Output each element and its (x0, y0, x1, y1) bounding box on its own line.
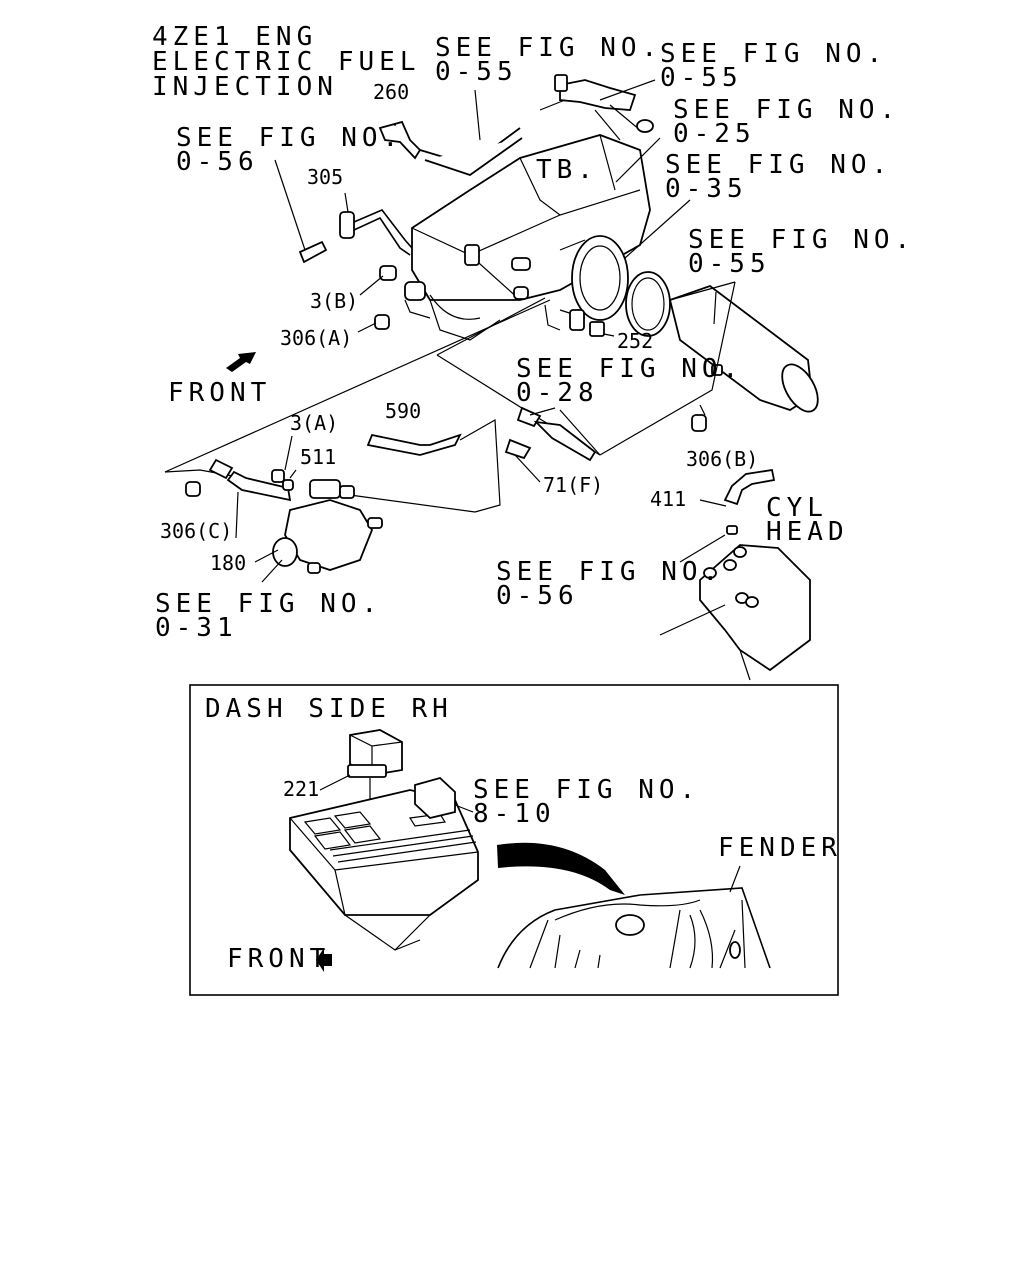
part-71f: 71(F) (543, 473, 603, 497)
ref-0-31-number: 0-31 (155, 613, 238, 643)
front-arrow-bottom-icon (316, 948, 332, 972)
ref-0-25-label: SEE FIG NO. (673, 95, 900, 125)
ref-0-55-top-b-number: 0-55 (660, 63, 743, 93)
part-411: 411 (650, 487, 686, 511)
ref-0-25-number: 0-25 (673, 119, 756, 149)
part-306c: 306(C) (160, 519, 232, 543)
title-line-1: 4ZE1 ENG (152, 22, 317, 52)
ref-0-56-left-label: SEE FIG NO. (176, 123, 403, 153)
title-line-2: ELECTRIC FUEL (152, 47, 421, 77)
part-221: 221 (283, 777, 319, 801)
part-306b: 306(B) (686, 447, 758, 471)
ref-8-10-number: 8-10 (473, 799, 556, 829)
part-number-labels: 260 305 3(B) 306(A) 252 590 3(A) 511 71(… (160, 80, 758, 575)
ref-0-28-number: 0-28 (516, 378, 599, 408)
inset-frame (189, 684, 839, 996)
ref-0-56-bottom-number: 0-56 (496, 581, 579, 611)
throttle-body-label: TB. (536, 155, 598, 185)
ref-0-55-right-number: 0-55 (688, 249, 771, 279)
part-306a: 306(A) (280, 326, 352, 350)
ref-0-31-label: SEE FIG NO. (155, 589, 382, 619)
cyl-head-label-2: HEAD (766, 517, 849, 547)
ref-0-55-top-b-label: SEE FIG NO. (660, 39, 887, 69)
ref-0-56-bottom-label: SEE FIG NO. (496, 557, 723, 587)
part-180: 180 (210, 551, 246, 575)
ref-0-56-left-number: 0-56 (176, 147, 259, 177)
reference-labels: SEE FIG NO. 0-55 SEE FIG NO. 0-55 SEE FI… (155, 33, 915, 643)
title-line-3: INJECTION (152, 72, 338, 102)
ref-0-35-number: 0-35 (665, 174, 748, 204)
part-511: 511 (300, 445, 336, 469)
cyl-head-label-1: CYL (766, 493, 828, 523)
ref-8-10-label: SEE FIG NO. (473, 775, 700, 805)
part-252: 252 (617, 329, 653, 353)
part-3b: 3(B) (310, 289, 358, 313)
part-305: 305 (307, 165, 343, 189)
curved-arrow-icon (497, 842, 625, 895)
engine-assembly-drawing (164, 74, 819, 681)
part-3a: 3(A) (290, 411, 338, 435)
diagram-title: 4ZE1 ENG ELECTRIC FUEL INJECTION (152, 22, 421, 102)
front-label-bottom: FRONT (227, 944, 330, 974)
fender-label: FENDER (718, 833, 842, 863)
ref-0-28-label: SEE FIG NO. (516, 354, 743, 384)
front-arrow-icon (226, 352, 256, 372)
dash-side-inset: DASH SIDE RH 221 SEE FIG NO. 8-10 FRONT (189, 684, 842, 996)
ref-0-55-top-a-number: 0-55 (435, 57, 518, 87)
ref-0-55-top-a-label: SEE FIG NO. (435, 33, 662, 63)
front-label-top: FRONT (168, 378, 271, 408)
part-590: 590 (385, 399, 421, 423)
fuse-grid (303, 811, 477, 863)
dash-side-title: DASH SIDE RH (205, 694, 453, 724)
part-260: 260 (373, 80, 409, 104)
ref-0-55-right-label: SEE FIG NO. (688, 225, 915, 255)
ref-0-35-label: SEE FIG NO. (665, 150, 892, 180)
